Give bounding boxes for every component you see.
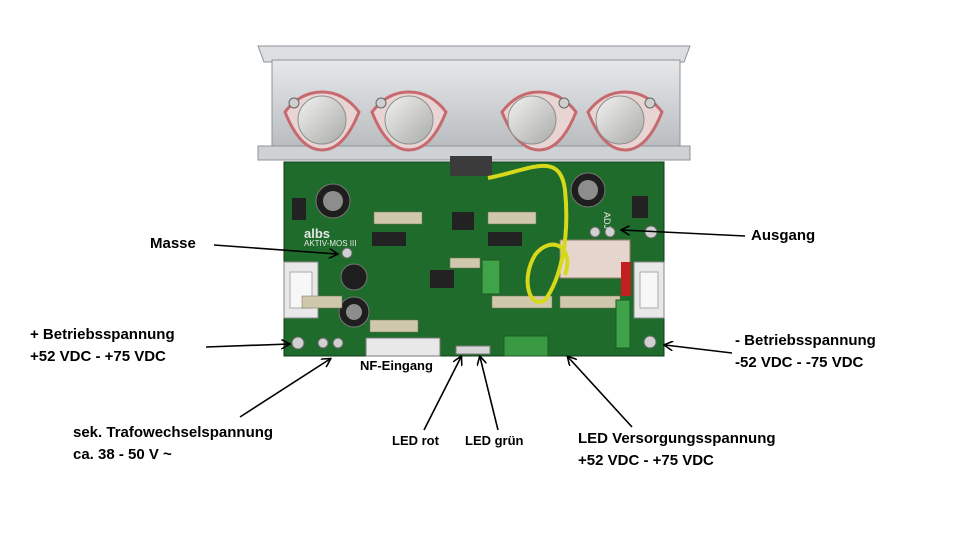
label-led-rot: LED rot <box>392 433 439 449</box>
label-nf-eingang: NF-Eingang <box>360 358 433 374</box>
led-rot-text: LED rot <box>392 433 439 448</box>
masse-text: Masse <box>150 235 196 252</box>
led-supply-line2: +52 VDC - +75 VDC <box>578 452 714 469</box>
label-ausgang: Ausgang <box>751 225 815 247</box>
led-supply-line1: LED Versorgungsspannung <box>578 430 776 447</box>
minus-supply-line2: -52 VDC - -75 VDC <box>735 354 864 371</box>
transistor <box>586 90 664 152</box>
label-led-supply: LED Versorgungsspannung +52 VDC - +75 VD… <box>578 428 776 472</box>
trafo-line2: ca. 38 - 50 V ~ <box>73 446 172 463</box>
arrow-ausgang <box>622 230 746 237</box>
transistor <box>500 90 578 152</box>
arrow-led-rot <box>423 357 461 431</box>
label-masse: Masse <box>150 233 196 255</box>
arrow-led-supply <box>568 357 633 428</box>
leader-arrows <box>205 230 746 431</box>
minus-supply-line1: - Betriebsspannung <box>735 332 876 349</box>
arrow-plus-supply <box>205 344 289 347</box>
board-model: AKTIV-MOS III <box>304 239 356 248</box>
pcb: albs AKTIV-MOS III ADJ <box>283 156 665 357</box>
nf-eingang-text: NF-Eingang <box>360 358 433 373</box>
led-gruen-text: LED grün <box>465 433 524 448</box>
board-brand: albs <box>304 226 330 241</box>
arrow-trafo <box>239 359 330 418</box>
arrow-led-gruen <box>480 357 499 431</box>
ausgang-text: Ausgang <box>751 227 816 244</box>
transistor <box>283 90 361 152</box>
label-minus-supply: - Betriebsspannung -52 VDC - -75 VDC <box>735 330 876 374</box>
board-output-marker: ADJ <box>602 212 612 229</box>
arrow-masse <box>213 244 337 254</box>
arrow-minus-supply <box>665 345 733 354</box>
label-trafo: sek. Trafowechselspannung ca. 38 - 50 V … <box>73 422 273 466</box>
label-led-gruen: LED grün <box>465 433 524 449</box>
trafo-line1: sek. Trafowechselspannung <box>73 424 274 441</box>
plus-supply-line1: + Betriebsspannung <box>30 326 175 343</box>
label-plus-supply: + Betriebsspannung +52 VDC - +75 VDC <box>30 324 175 368</box>
plus-supply-line2: +52 VDC - +75 VDC <box>30 348 166 365</box>
transistor <box>370 90 448 152</box>
